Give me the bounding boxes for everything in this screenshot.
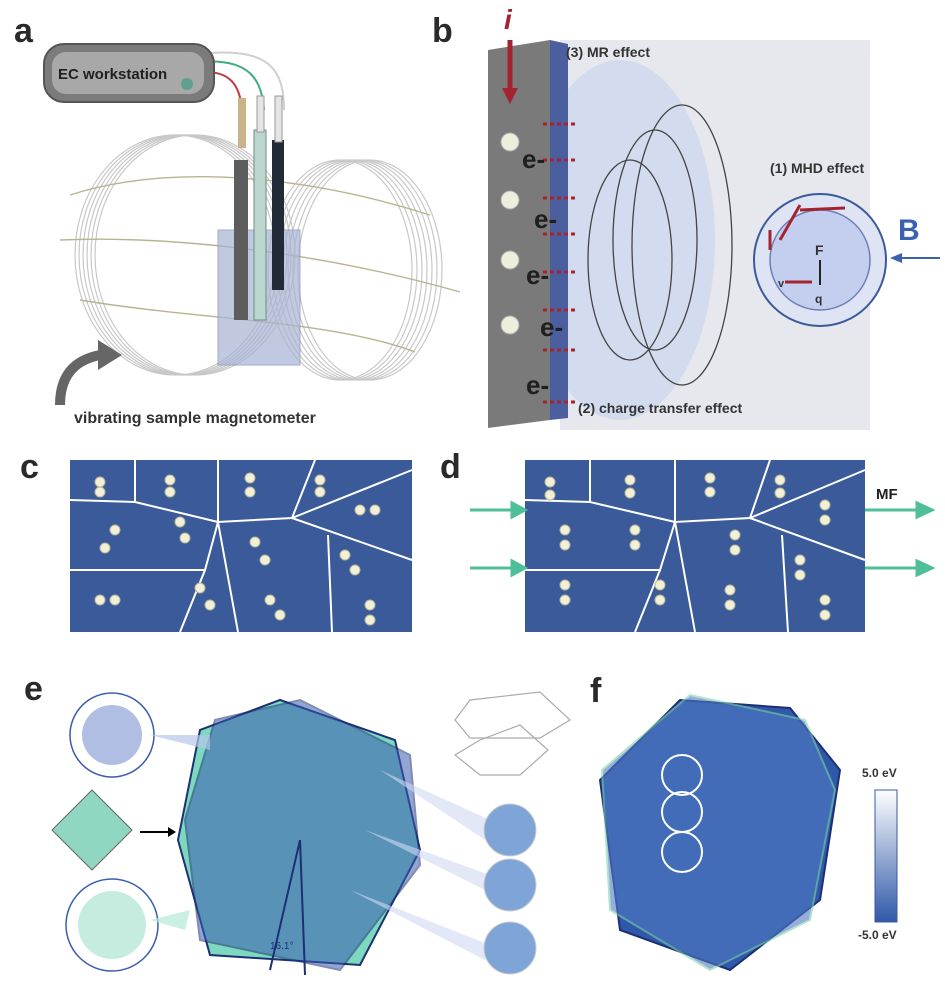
panel-a-drawing (43, 43, 461, 406)
electron-label-2: e- (534, 204, 558, 234)
electron-label-1: e- (522, 144, 546, 174)
colorbar-min-label: -5.0 eV (858, 928, 897, 942)
potential-green-edge-layer (600, 693, 837, 972)
vector-q-label: q (815, 292, 823, 306)
panel-d-drawing (470, 459, 936, 633)
panel-label-a: a (14, 12, 33, 50)
mr-effect-label: (3) MR effect (566, 44, 651, 60)
panel-label-f: f (590, 672, 602, 710)
beam-inset-top (150, 735, 210, 750)
panel-label-c: c (20, 448, 39, 486)
curved-arrow-head (98, 340, 122, 370)
b-field-arrow-head (890, 253, 902, 263)
diffusion-glow (525, 60, 715, 420)
counter-electrode (272, 140, 284, 290)
mhd-effect-label: (1) MHD effect (770, 160, 865, 176)
zoom-beams (350, 770, 490, 960)
ec-workstation-label: EC workstation (58, 66, 168, 83)
panel-label-d: d (440, 448, 461, 486)
unit-cell-rhombus (51, 789, 133, 871)
domain-boundaries (524, 459, 866, 633)
aligned-spin-particles (544, 472, 831, 621)
mr-orbits (587, 104, 733, 386)
domain-boundaries (69, 459, 413, 633)
panel-d-aligned-domains: MF (470, 459, 945, 633)
b-field-symbol: B (898, 214, 920, 247)
panel-f-potential-map: 5.0 eV -5.0 eV (590, 680, 945, 988)
electrode-connector-3 (274, 95, 283, 143)
highlight-circles (661, 754, 703, 873)
panel-e-twisted-lattice: 16.1° (0, 680, 580, 988)
current-arrow-head (502, 88, 518, 104)
twist-line-2 (299, 839, 306, 976)
electrode-connector-1 (238, 98, 246, 148)
electron-label-3: e- (526, 260, 550, 290)
beam-inset-bottom (150, 910, 190, 930)
vector-F-label: F (815, 242, 824, 258)
colorbar-max-label: 5.0 eV (862, 766, 897, 780)
panel-label-b: b (432, 12, 453, 50)
mhd-red-arrows (768, 204, 846, 284)
mf-arrows-in (470, 500, 529, 578)
domain-background (70, 460, 412, 632)
domain-background (525, 460, 865, 632)
working-electrode (234, 160, 248, 320)
mf-arrows-out (865, 500, 936, 578)
panel-f-drawing (598, 693, 898, 972)
spin-particles (94, 472, 381, 626)
panel-a-vsm-setup: EC workstation vibrating sample magnetom… (0, 0, 461, 440)
mf-label: MF (876, 486, 898, 503)
electron-spheres (500, 132, 520, 335)
electron-label-4: e- (540, 312, 564, 342)
colorbar (874, 789, 898, 923)
vector-v-label: v (778, 278, 785, 290)
wire-gray (199, 51, 285, 111)
ec-workstation-led (181, 78, 193, 90)
electron-label-5: e- (526, 370, 550, 400)
curved-arrow (55, 350, 102, 406)
right-coil (267, 159, 443, 381)
zoom-circle-2 (483, 858, 537, 912)
current-symbol: i (504, 4, 512, 35)
panel-c-random-domains (69, 459, 413, 633)
ec-workstation-face (52, 52, 204, 94)
reference-electrode (253, 129, 267, 321)
wireframe-hexagons (453, 691, 571, 776)
panel-b-magnetic-effects: i (3) MR effect (1) MHD effect (2) charg… (470, 4, 945, 440)
electrode-connector-2 (256, 95, 265, 133)
twist-angle-label: 16.1° (270, 941, 294, 952)
panel-e-drawing (51, 691, 571, 976)
panel-b-drawing (488, 40, 940, 430)
electrode-surface (550, 40, 568, 420)
vsm-caption: vibrating sample magnetometer (74, 410, 316, 427)
zoom-circle-1 (483, 803, 537, 857)
zoom-circle-3 (483, 921, 537, 975)
panel-c-drawing (69, 459, 413, 633)
panel-label-e: e (24, 670, 43, 708)
twist-line-1 (269, 839, 301, 971)
charge-transfer-label: (2) charge transfer effect (578, 400, 743, 416)
charge-transfer-arrows (540, 122, 575, 404)
